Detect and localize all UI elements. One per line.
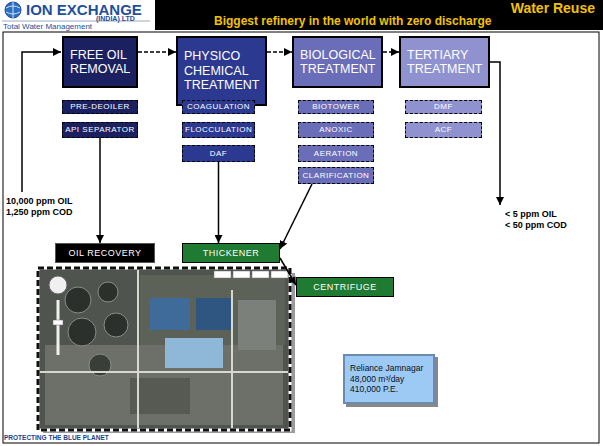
box-text: THICKENER xyxy=(186,248,276,259)
influent-arrow xyxy=(22,52,61,192)
box-text: Reliance Jamnagar xyxy=(350,363,428,374)
process-box: BIOLOGICAL TREATMENT xyxy=(292,36,383,88)
box-text: BIOLOGICAL TREATMENT xyxy=(300,48,375,77)
slide-title: Water Reuse xyxy=(511,1,595,15)
box-text: COAGULATION xyxy=(185,102,252,112)
step-box: AERATION xyxy=(298,145,374,162)
logo-globe xyxy=(5,2,21,18)
step-box: API SEPARATOR xyxy=(62,122,138,138)
box-text: 410,000 P.E. xyxy=(350,384,428,395)
step-box: BIOTOWER xyxy=(298,100,374,114)
box-text: BIOTOWER xyxy=(301,102,371,112)
info-box: Reliance Jamnagar48,000 m³/day410,000 P.… xyxy=(343,354,435,404)
step-box: ANOXIC xyxy=(298,122,374,138)
box-text: 48,000 m³/day xyxy=(350,374,428,385)
annotation-label: Biggest refinery in the world with zero … xyxy=(214,15,491,29)
box-text: ANOXIC xyxy=(301,125,371,135)
box-text: PRE-DEOILER xyxy=(65,102,135,112)
box-text: DAF xyxy=(185,149,252,159)
effluent-arrow xyxy=(489,62,500,205)
box-text: FREE OIL REMOVAL xyxy=(70,48,130,77)
output-box: OIL RECOVERY xyxy=(55,243,155,263)
box-text: CLARIFICATION xyxy=(301,171,371,181)
step-box: COAGULATION xyxy=(182,100,255,114)
process-box: FREE OIL REMOVAL xyxy=(62,36,138,88)
annotation-label: 1,250 ppm COD xyxy=(6,207,73,217)
sludge-box: THICKENER xyxy=(182,243,280,263)
box-text: CENTRIFUGE xyxy=(300,282,390,293)
box-text: PHYSICO CHEMICAL TREATMENT xyxy=(184,49,259,92)
flow-arrow xyxy=(99,138,101,243)
step-box: CLARIFICATION xyxy=(298,167,374,184)
box-text: OIL RECOVERY xyxy=(59,248,151,259)
step-box: DMF xyxy=(405,100,482,114)
box-text: API SEPARATOR xyxy=(65,125,135,135)
process-box: PHYSICO CHEMICAL TREATMENT xyxy=(176,36,267,106)
process-box: TERTIARY TREATMENT xyxy=(399,36,490,88)
annotation-label: 10,000 ppm OIL xyxy=(6,196,73,206)
step-box: FLOCCULATION xyxy=(182,122,255,138)
annotation-label: < 5 ppm OIL xyxy=(505,209,557,219)
flow-arrow xyxy=(267,51,292,53)
slide-frame xyxy=(3,32,599,443)
flow-arrow xyxy=(383,51,399,53)
box-text: AERATION xyxy=(301,149,371,159)
flow-arrow xyxy=(280,258,296,285)
step-box: PRE-DEOILER xyxy=(62,100,138,114)
box-text: FLOCCULATION xyxy=(185,125,252,135)
annotation-label: PROTECTING THE BLUE PLANET xyxy=(4,434,109,441)
sludge-box: CENTRIFUGE xyxy=(296,277,394,297)
step-box: DAF xyxy=(182,145,255,162)
box-text: DMF xyxy=(408,102,479,112)
step-box: ACF xyxy=(405,122,482,138)
flow-arrow xyxy=(280,184,312,249)
box-text: ACF xyxy=(408,125,479,135)
flow-arrow xyxy=(138,51,176,53)
box-text: TERTIARY TREATMENT xyxy=(407,48,482,77)
annotation-label: < 50 ppm COD xyxy=(505,220,567,230)
header-bar xyxy=(155,0,603,30)
satellite-image xyxy=(38,268,295,433)
flow-arrow xyxy=(218,162,220,243)
annotation-label: (INDIA) LTD xyxy=(96,15,135,23)
logo-globe-lines xyxy=(6,2,20,18)
annotation-label: Total Water Management xyxy=(3,22,92,31)
